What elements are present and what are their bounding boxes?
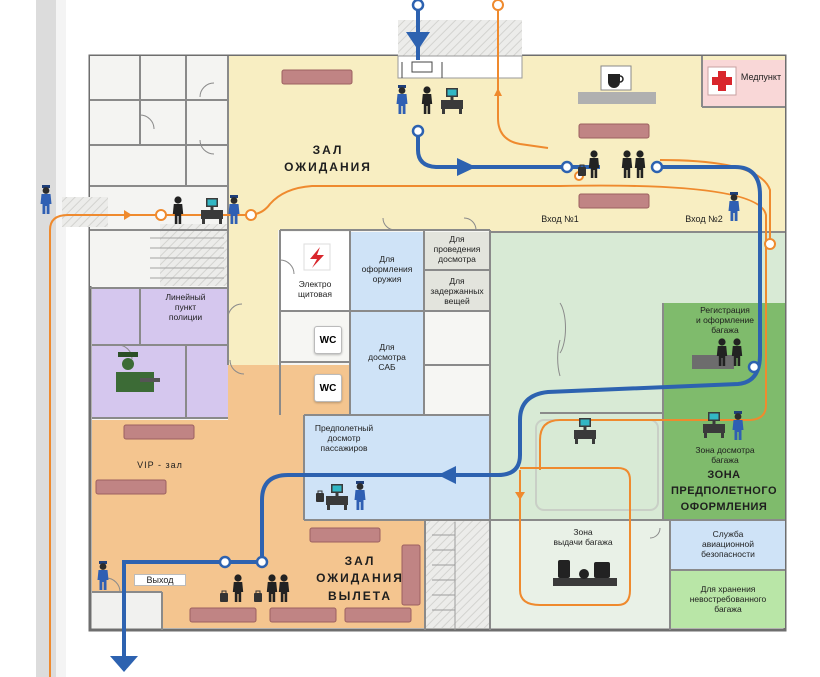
preflight-check-label: Предполетный досмотр пассажиров bbox=[314, 423, 374, 453]
lightning-icon bbox=[303, 243, 331, 271]
baggage-claim-icon bbox=[553, 560, 617, 586]
entrance-2-label: Вход №2 bbox=[685, 214, 723, 224]
departure-hall-label: ЗАЛ ОЖИДАНИЯ ВЫЛЕТА bbox=[316, 554, 404, 603]
wc-2-sign: WC bbox=[314, 374, 342, 402]
registration-label: Регистрация и оформление багажа bbox=[696, 305, 754, 335]
medical-label: Медпункт bbox=[740, 72, 782, 82]
exit-label: Выход bbox=[134, 574, 186, 587]
entrance-1-label: Вход №1 bbox=[541, 214, 579, 224]
waiting-hall-label: ЗАЛ ОЖИДАНИЯ bbox=[284, 143, 372, 175]
inspection-label: Для проведения досмотра bbox=[433, 234, 481, 264]
wc-1-sign: WC bbox=[314, 326, 342, 354]
sab-label: Для досмотра САБ bbox=[368, 342, 406, 372]
electrical-label: Электро щитовая bbox=[297, 279, 333, 299]
security-service-label: Служба авиационной безопасности bbox=[701, 529, 755, 559]
coffee-cup-icon bbox=[600, 65, 632, 91]
police-officer-icon bbox=[116, 352, 160, 392]
preflight-zone-label: ЗОНА ПРЕДПОЛЕТНОГО ОФОРМЛЕНИЯ bbox=[670, 469, 778, 513]
baggage-claim-label: Зона выдачи багажа bbox=[553, 527, 613, 547]
baggage-screening-label: Зона досмотра багажа bbox=[695, 445, 755, 465]
vip-label: VIP - зал bbox=[137, 460, 183, 470]
weapons-label: Для оформления оружия bbox=[361, 254, 413, 284]
detained-label: Для задержанных вещей bbox=[430, 276, 484, 306]
police-label: Линейный пункт полиции bbox=[165, 292, 206, 322]
unclaimed-label: Для хранения невостребованного багажа bbox=[689, 584, 767, 614]
red-cross-icon bbox=[707, 66, 737, 96]
